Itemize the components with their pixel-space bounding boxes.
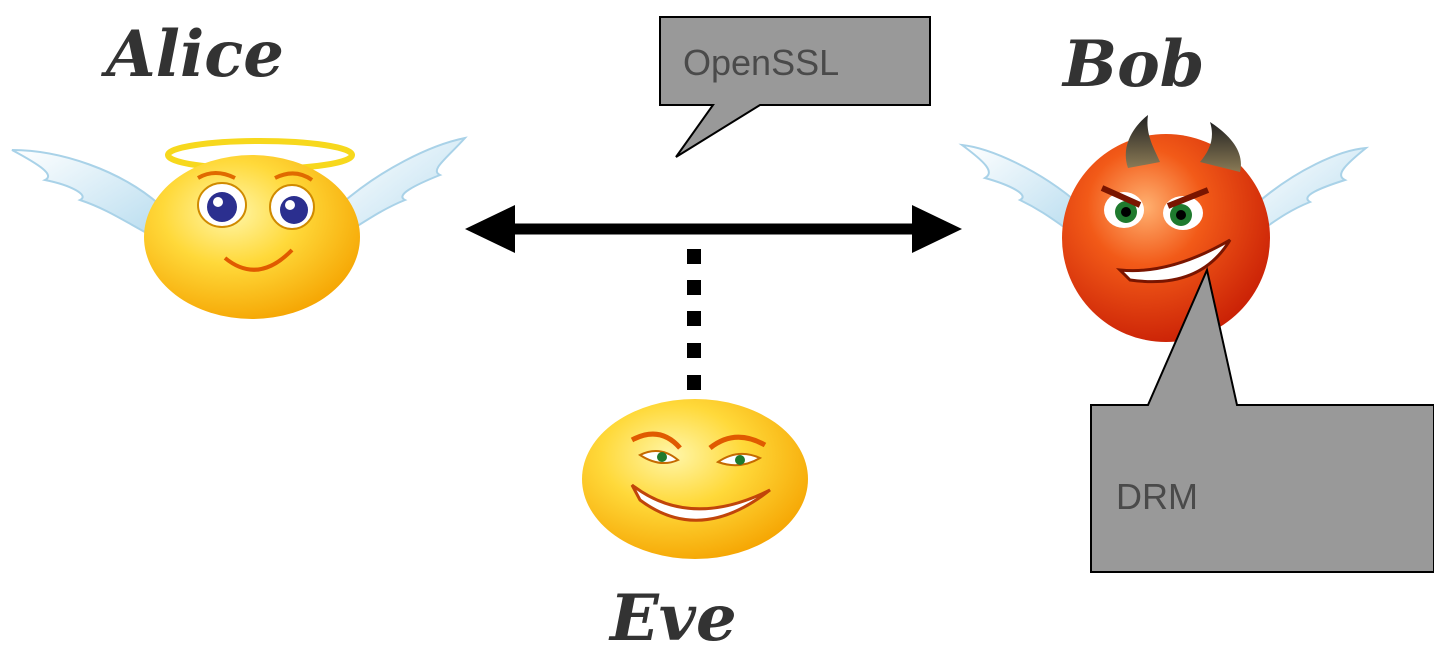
communication-arrow [465, 205, 962, 253]
eve-name-label: Eve [608, 581, 737, 653]
angel-smiley-icon [11, 136, 468, 319]
smirking-smiley-icon [582, 399, 808, 559]
arrow-left-head [465, 205, 515, 253]
drm-speech-bubble: DRM [1090, 266, 1434, 573]
openssl-speech-bubble: OpenSSL [659, 16, 931, 158]
bob-character: Bob [958, 27, 1370, 342]
drm-label: DRM [1116, 476, 1198, 517]
alice-name-label: Alice [101, 17, 284, 92]
arrow-right-head [912, 205, 962, 253]
eve-character: Eve [582, 399, 808, 653]
alice-character: Alice [11, 17, 468, 319]
bob-name-label: Bob [1061, 27, 1205, 102]
eavesdrop-dotted-line [687, 249, 701, 390]
openssl-label: OpenSSL [683, 42, 839, 83]
devil-smiley-icon [958, 115, 1370, 342]
